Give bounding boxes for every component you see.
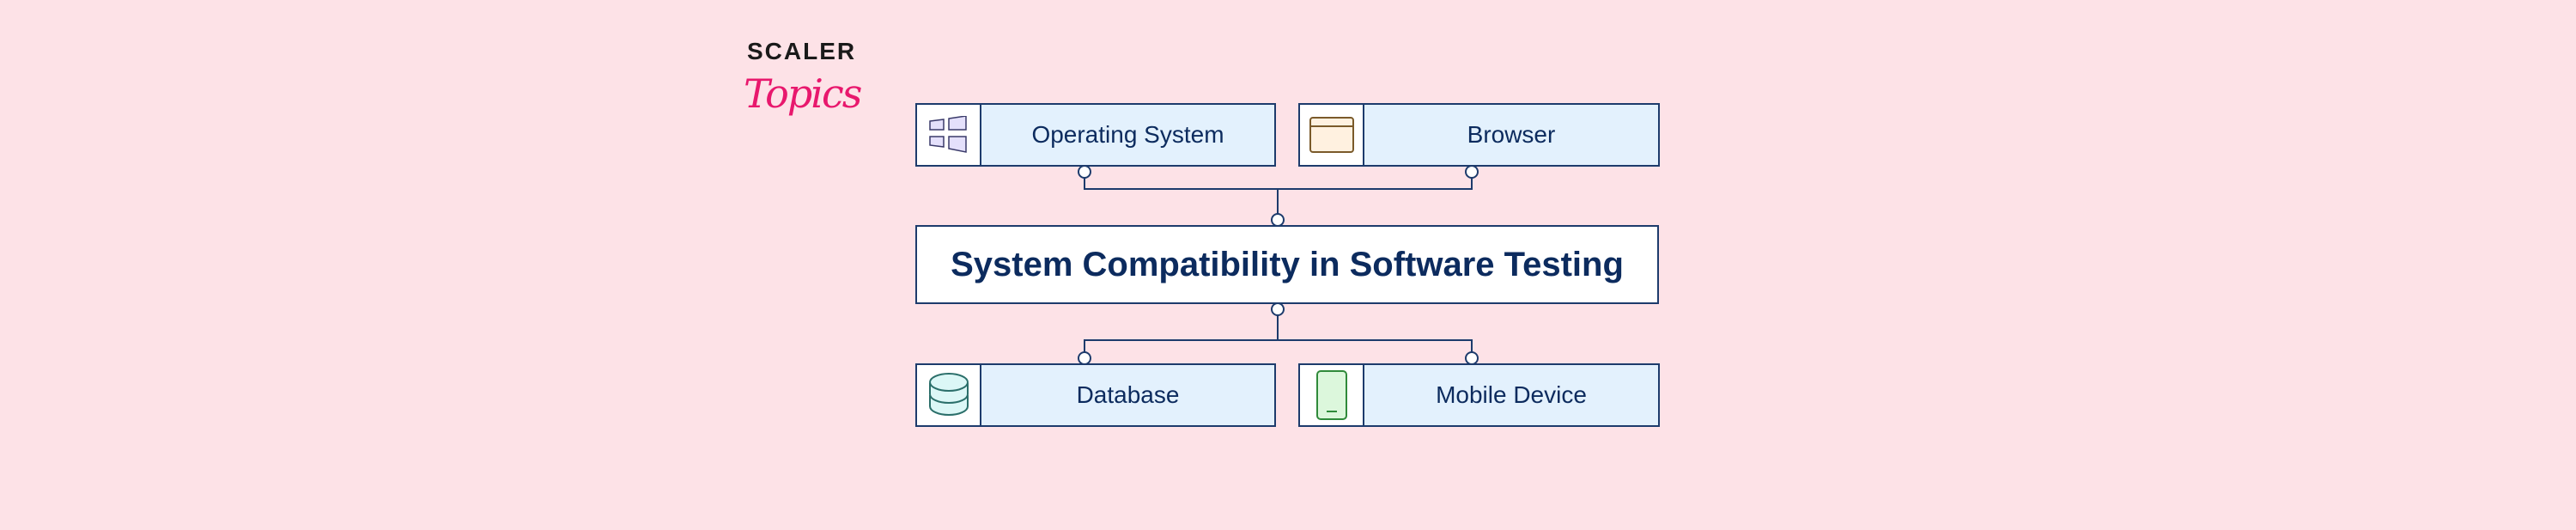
connector-node [1465,165,1479,179]
connector-node [1271,213,1285,227]
node-label: Mobile Device [1436,381,1587,408]
connector-node [1271,302,1285,316]
scaler-topics-logo: SCALER Topics [744,38,864,127]
node-label: Database [1076,381,1180,408]
windows-icon [917,105,981,165]
logo-topics-text: Topics [744,70,862,117]
node-database: Database [915,363,1276,427]
node-label: Operating System [1031,121,1224,148]
connector-node [1465,351,1479,365]
node-browser: Browser [1298,103,1660,167]
connector-node [1078,165,1091,179]
node-operating-system: Operating System [915,103,1276,167]
connector-node [1078,351,1091,365]
diagram-title: System Compatibility in Software Testing [951,245,1624,283]
logo-scaler-text: SCALER [747,38,857,64]
node-mobile-device: Mobile Device [1298,363,1660,427]
node-label: Browser [1467,121,1556,148]
database-icon [917,365,981,425]
mobile-device-icon [1300,365,1364,425]
central-topic-box: System Compatibility in Software Testing [915,225,1659,304]
browser-window-icon [1300,105,1364,165]
